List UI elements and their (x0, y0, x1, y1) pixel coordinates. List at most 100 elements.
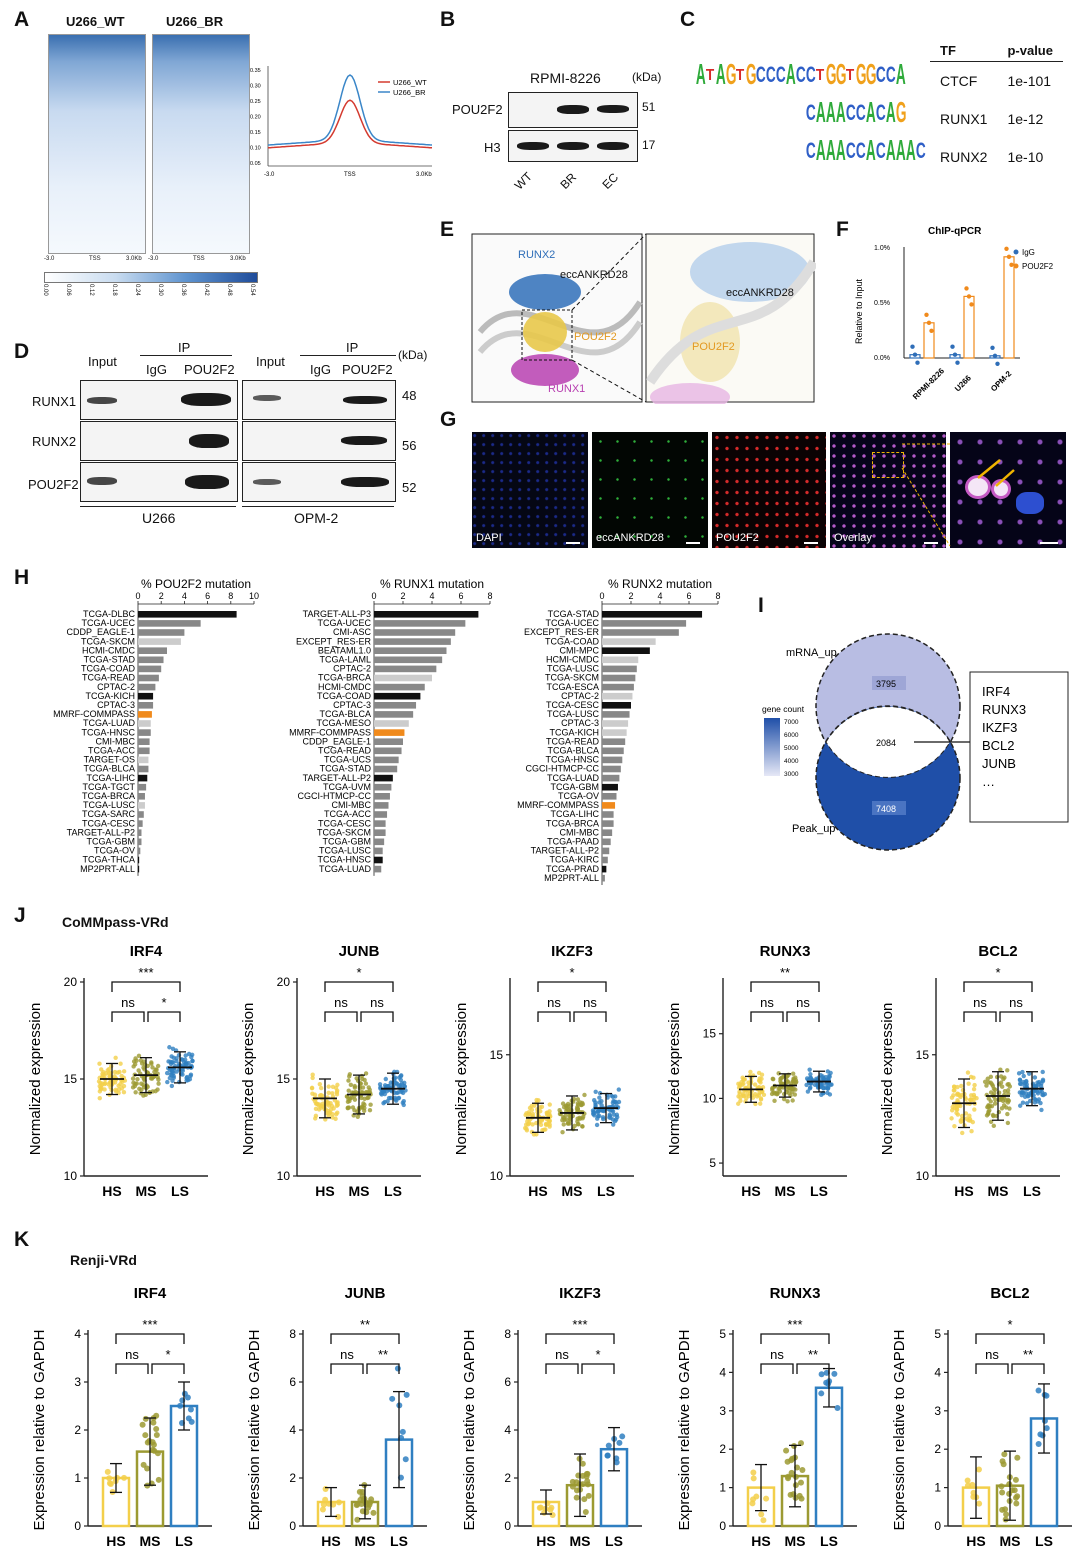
mutation-label: TCGA-READ (546, 736, 600, 746)
micro-overlay (830, 432, 946, 548)
plot-point (155, 1087, 160, 1092)
mutation-tick: 8 (228, 591, 233, 601)
mutation-label: TCGA-SKCM (317, 827, 371, 837)
plot-point (100, 1071, 105, 1077)
plot-point (593, 1100, 598, 1105)
motif-logo-2: CAAACCACAAAC (805, 134, 926, 167)
mutation-label: CPTAC-2 (333, 664, 371, 674)
plot-point (1039, 1432, 1046, 1439)
plot-point (738, 1095, 743, 1100)
plot-point (613, 1117, 619, 1122)
plot-point (736, 1081, 741, 1087)
plot-significance: * (161, 995, 166, 1010)
plot-point (975, 1466, 982, 1473)
profile-ytick: 0.20 (250, 115, 261, 121)
chip-group-rpmi: RPMI-8226 (911, 366, 946, 401)
mutation-bar (138, 856, 140, 864)
mutation-bar (374, 692, 421, 700)
plot-significance: ns (547, 995, 561, 1010)
plot-point (335, 1513, 342, 1520)
profile-tick-mid: TSS (344, 172, 356, 178)
mutation-bar (138, 774, 148, 782)
mutation-bar (138, 756, 149, 764)
plot-point (1024, 1101, 1030, 1106)
plot-ytick: 2 (934, 1442, 941, 1456)
plot-ytick: 10 (64, 1169, 78, 1183)
plot-point (141, 1084, 147, 1090)
blot-d-ip-line-opm2 (300, 355, 396, 356)
plot-point (788, 1469, 795, 1476)
chip-group-u266: U266 (953, 373, 973, 393)
chip-point (992, 353, 998, 358)
mutation-tick: 2 (159, 591, 164, 601)
plot-point (312, 1092, 318, 1097)
panel-label-b: B (440, 8, 456, 31)
plot-point (322, 1496, 329, 1503)
plot-significance: ns (125, 1347, 139, 1362)
heatmap-wt-tick-right: 3.0Kb (126, 256, 142, 262)
plot-point (346, 1088, 351, 1093)
mutation-label: CDDP_EAGLE-1 (302, 736, 371, 746)
plot-point (399, 1089, 404, 1095)
plot-ytick: 4 (74, 1327, 81, 1341)
mutation-label: TCGA-HNSC (82, 727, 136, 737)
plot-point (1042, 1091, 1048, 1097)
chip-legend-igg: IgG (1022, 248, 1035, 257)
plot-point (967, 1113, 972, 1118)
mutation-tick: 0 (371, 591, 376, 601)
mutation-bar (374, 765, 398, 773)
plot-point (547, 1124, 552, 1129)
mutation-label: TCGA-THCA (83, 855, 136, 865)
blot-b-kda-51: 51 (642, 100, 656, 114)
mutation-bar (602, 783, 618, 791)
plot-point (335, 1082, 340, 1088)
plot-point (403, 1391, 410, 1398)
mutation-bar (374, 656, 443, 664)
plot-point (951, 1088, 957, 1093)
plot-point (97, 1089, 103, 1094)
mutation-bar (374, 738, 403, 745)
mutation-label: MMRF-COMMPASS (53, 709, 135, 719)
plot-point (793, 1087, 798, 1092)
plot-ytick: 2 (74, 1423, 81, 1437)
plot-point (1017, 1103, 1023, 1108)
blot-d-igg-opm2: IgG (310, 362, 331, 377)
structure-label-pou-left: POU2F2 (574, 331, 617, 343)
plot-point (825, 1085, 831, 1091)
mutation-bar (138, 765, 149, 773)
plot-point (121, 1090, 127, 1095)
plot-point (116, 1083, 121, 1088)
chip-point (912, 352, 918, 357)
plot-significance: * (1007, 1317, 1012, 1332)
plot-point (334, 1092, 340, 1097)
plot-point (741, 1091, 746, 1097)
plot-group-label: HS (528, 1183, 547, 1199)
plot-point (972, 1082, 977, 1088)
plot-point (781, 1091, 787, 1097)
plot-point (998, 1067, 1003, 1072)
plot-point (949, 1116, 954, 1121)
colorbar-tick: 0.48 (226, 284, 232, 296)
plot-point (571, 1096, 577, 1102)
plot-point (97, 1061, 102, 1066)
blot-d-kda-48: 48 (402, 388, 417, 403)
plot-point (1013, 1494, 1020, 1501)
mutation-label: BEATAML1.0 (318, 645, 371, 655)
plot-group-label: MS (355, 1533, 376, 1549)
plot-ylabel: Normalized expression (240, 1003, 257, 1156)
venn-gene: … (982, 774, 995, 789)
plot-point (358, 1081, 364, 1086)
mutation-tick: 10 (249, 591, 259, 601)
blot-d-line-u266 (80, 506, 236, 507)
venn-legend-tick: 3000 (784, 771, 799, 778)
mutation-bar (602, 656, 639, 664)
plot-point (377, 1082, 383, 1087)
plot-point (1012, 1476, 1019, 1483)
plot-group-label: HS (315, 1183, 334, 1199)
colorbar-tick: 0.06 (65, 284, 71, 296)
plot-point (104, 1468, 111, 1475)
mutation-bar (602, 865, 607, 873)
plot-point (969, 1481, 976, 1488)
plot-point (771, 1076, 776, 1082)
